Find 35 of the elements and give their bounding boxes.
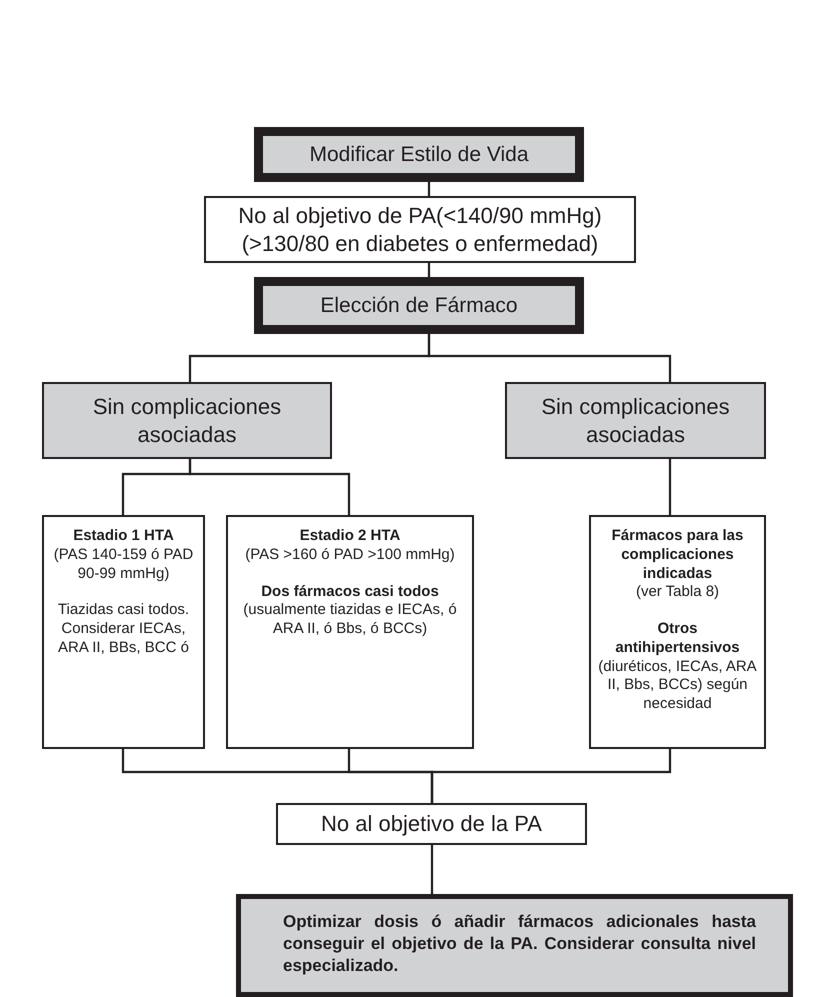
heading-text: Estadio 1 HTA xyxy=(73,527,174,546)
category-box xyxy=(505,382,766,459)
body-text: (PAS 140-159 ó PAD 90-99 mmHg) xyxy=(52,546,194,584)
body-text: Modificar Estilo de Vida xyxy=(309,142,529,166)
body-text: Elección de Fármaco xyxy=(320,294,518,318)
body-text: Optimizar dosis ó añadir fármacos adicionales hasta conseguir el objetivo de la PA. Considerar consulta nivel especializado. xyxy=(283,911,756,978)
connector-line xyxy=(668,459,672,515)
body-text: No al objetivo de PA(<140/90 mmHg) (>130/80 en diabetes o enfermedad) xyxy=(237,202,603,257)
process-box xyxy=(254,127,584,182)
body-text: (diuréticos, IECAs, ARA II, Bbs, BCCs) según necesidad xyxy=(597,658,758,714)
connector-line xyxy=(188,459,350,515)
body-text: (usualmente tiazidas e IECAs, ó ARA II, ó Bbs, ó BCCs) xyxy=(242,601,458,639)
heading-text: Estadio 2 HTA xyxy=(300,527,400,546)
body-text: Sin complicaciones asociadas xyxy=(92,393,282,448)
body-text: (ver Tabla 8) xyxy=(636,583,720,602)
connector-line xyxy=(430,845,434,894)
heading-text: Dos fármacos casi todos xyxy=(261,582,439,602)
connector-line xyxy=(428,263,430,277)
treatment-box xyxy=(589,515,766,749)
category-box xyxy=(42,382,332,459)
connector-line xyxy=(428,182,430,196)
body-text: (PAS >160 ó PAD >100 mmHg) xyxy=(245,546,455,564)
treatment-box xyxy=(226,515,474,749)
connector-line xyxy=(428,334,672,382)
body-text: Tiazidas casi todos. Considerar IECAs, ARA II, BBs, BCC ó xyxy=(56,601,190,658)
heading-text: Otros antihipertensivos xyxy=(614,620,741,658)
connector-line xyxy=(430,749,672,803)
action-box xyxy=(236,894,793,997)
heading-text: Fármacos para las complicaciones indicadas xyxy=(610,527,744,584)
body-text: No al objetivo de la PA xyxy=(321,810,542,838)
treatment-box xyxy=(42,515,205,749)
process-box xyxy=(276,803,587,845)
process-box xyxy=(204,196,636,263)
body-text: Sin complicaciones asociadas xyxy=(540,393,731,448)
process-box xyxy=(254,277,584,334)
